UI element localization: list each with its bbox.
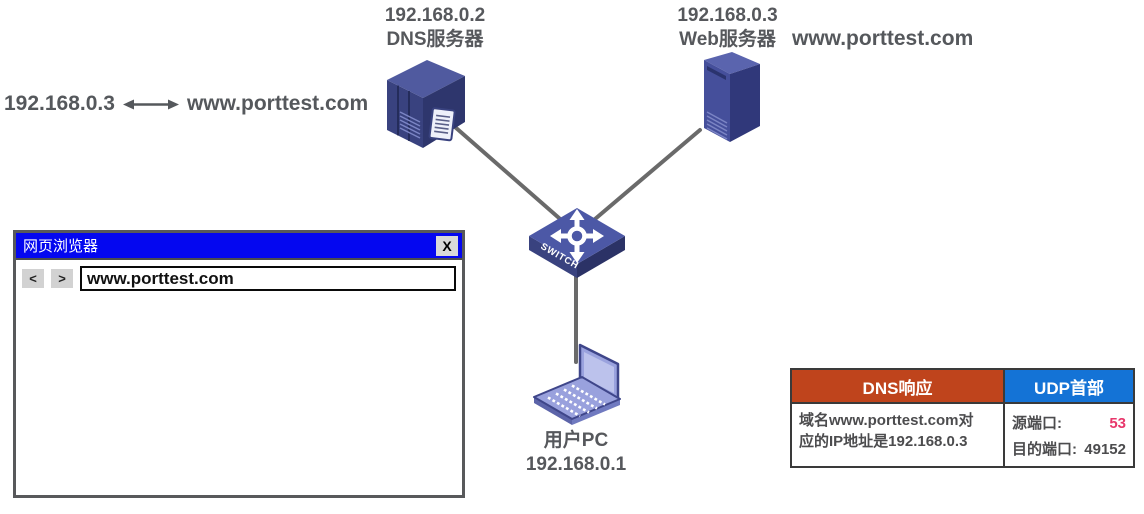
source-port-row: 源端口: 53	[1012, 412, 1126, 433]
back-button[interactable]: <	[22, 269, 44, 288]
browser-toolbar: < >	[16, 260, 462, 291]
web-domain-label: www.porttest.com	[792, 27, 974, 50]
browser-title: 网页浏览器	[23, 238, 99, 255]
web-server-label: 192.168.0.3 Web服务器	[645, 4, 810, 52]
source-port-label: 源端口:	[1012, 414, 1062, 432]
web-server-icon	[704, 52, 760, 142]
web-server-name: Web服务器	[679, 28, 776, 50]
server-vent-grille	[399, 111, 421, 139]
dns-record-sheet-icon	[428, 107, 456, 142]
close-button[interactable]: X	[436, 235, 458, 256]
user-pc-icon	[533, 343, 621, 425]
browser-window: 网页浏览器 X < >	[13, 230, 465, 498]
mapping-ip: 192.168.0.3	[4, 92, 115, 115]
keyboard-keys	[547, 384, 606, 418]
source-port-value: 53	[1109, 414, 1126, 432]
browser-titlebar[interactable]: 网页浏览器 X	[16, 233, 462, 260]
forward-button[interactable]: >	[51, 269, 73, 288]
dns-server-icon	[387, 60, 465, 148]
mapping-domain: www.porttest.com	[186, 92, 369, 115]
udp-fields: 源端口: 53 目的端口: 49152	[1005, 404, 1133, 466]
user-pc-name: 用户PC	[543, 430, 609, 451]
dest-port-row: 目的端口: 49152	[1012, 438, 1126, 459]
user-pc-label: 用户PC 192.168.0.1	[495, 429, 657, 477]
dest-port-label: 目的端口:	[1012, 440, 1077, 458]
dns-server-ip: 192.168.0.2	[384, 5, 486, 26]
dest-port-value: 49152	[1084, 440, 1126, 458]
link-dns-to-switch	[453, 125, 569, 227]
double-arrow-icon	[122, 99, 179, 109]
dns-response-line-1: 域名www.porttest.com对	[799, 412, 974, 429]
address-input[interactable]	[80, 266, 456, 291]
user-pc-ip: 192.168.0.1	[525, 453, 627, 475]
switch-arrows-glyph	[550, 209, 604, 263]
dns-response-text: 域名www.porttest.com对 应的IP地址是192.168.0.3	[792, 404, 1005, 466]
dns-mapping-annotation: 192.168.0.3 www.porttest.com	[4, 92, 368, 116]
dns-response-line-2: 应的IP地址是192.168.0.3	[799, 432, 968, 450]
dns-server-label: 192.168.0.2 DNS服务器	[350, 4, 520, 52]
dns-response-header: DNS响应	[792, 370, 1005, 404]
link-web-to-switch	[586, 128, 702, 227]
packet-table: DNS响应 UDP首部 域名www.porttest.com对 应的IP地址是1…	[790, 368, 1135, 468]
switch-icon: SWITCH	[529, 208, 625, 278]
udp-header: UDP首部	[1005, 370, 1133, 404]
browser-content-area	[16, 291, 462, 491]
dns-server-name: DNS服务器	[386, 28, 484, 50]
web-server-ip: 192.168.0.3	[677, 5, 778, 26]
tower-vent-grille	[706, 111, 728, 140]
